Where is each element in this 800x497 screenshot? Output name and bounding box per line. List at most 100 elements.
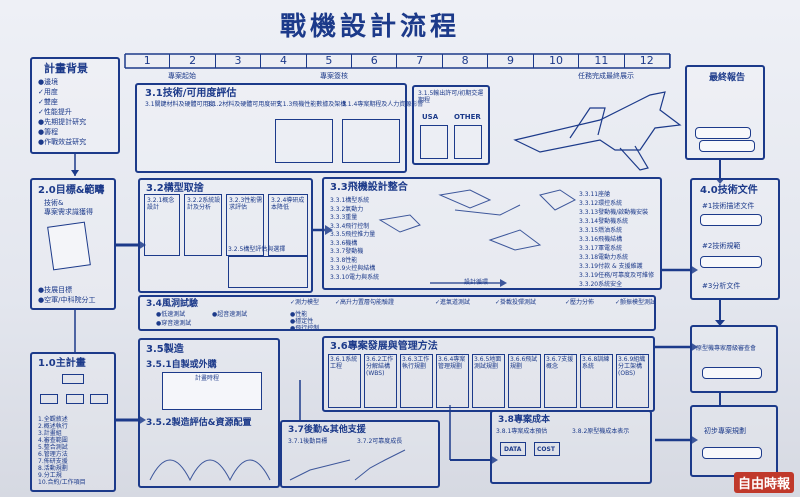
main-plan-item-6: 7.佈研支援 bbox=[38, 458, 68, 465]
section-3-4-sub-2: ●穿音速測試 bbox=[156, 320, 192, 327]
section-3-6-panel-8: 3.6.9組織分工架構(OBS) bbox=[616, 354, 649, 408]
section-3-1-item-2: 3.1.3飛機性能數據及架構 bbox=[277, 101, 347, 108]
timeline-column-3: 4 bbox=[261, 54, 307, 68]
section-3-3-right-item-10: 3.3.20系統安全 bbox=[579, 281, 623, 288]
section-3-4-test-2: ✓進氣道測試 bbox=[435, 299, 471, 306]
section-3-6-panel-6: 3.6.7支援概念 bbox=[544, 354, 577, 408]
page-title: 戰機設計流程 bbox=[280, 12, 461, 42]
section-3-5-2-title: 3.5.2製造評估&資源配置 bbox=[146, 418, 252, 428]
book-icon bbox=[700, 256, 762, 268]
section-3-3-left-item-6: 3.3.7發動機 bbox=[330, 248, 364, 255]
section-3-3-left-item-8: 3.3.9火控與結構 bbox=[330, 265, 376, 272]
initial-plan-box: 初步專案規劃 bbox=[690, 405, 778, 477]
section-3-4-test-1: ✓高升力置層勾能驗證 bbox=[335, 299, 395, 306]
section-3-3-right-item-0: 3.3.11座艙 bbox=[579, 191, 611, 198]
main-plan-item-9: 10.合約/工作項目 bbox=[38, 479, 86, 486]
section-3-3-right-item-7: 3.3.18電動力系統 bbox=[579, 254, 629, 261]
timeline-column-7: 8 bbox=[443, 54, 489, 68]
tech-doc-item-2: #3分析文件 bbox=[702, 282, 741, 290]
data-label: DATA bbox=[504, 446, 522, 453]
section-3-8-item-1: 3.8.2原型機成本表示 bbox=[572, 428, 630, 435]
section-3-2-sub: 3.2.5構型評估與選擇 bbox=[228, 246, 286, 253]
section-3-4-title: 3.4風洞試驗 bbox=[146, 299, 198, 309]
section-3-6-panel-0: 3.6.1系統工程 bbox=[328, 354, 361, 408]
main-plan-item-7: 8.活動規劃 bbox=[38, 465, 68, 472]
section-3-4-sub2-2: ●飛行控制 bbox=[290, 325, 320, 332]
section-3-1-title: 3.1技術/可用度評估 bbox=[145, 88, 237, 99]
main-plan-title: 1.0主計畫 bbox=[38, 358, 86, 369]
goal-scope-box: 2.0目標&範疇 技術& 專案需求識獲得 ●技展目標 ●空軍/中科院分工 bbox=[30, 178, 116, 310]
section-3-6-item-5: 3.6.6飛試規劃 bbox=[510, 356, 538, 370]
timeline-column-4: 5 bbox=[307, 54, 353, 68]
section-3-3-left-item-1: 3.3.2氣動力 bbox=[330, 205, 364, 213]
section-3-3-right-item-5: 3.3.16飛機結構 bbox=[579, 236, 623, 243]
section-3-2-title: 3.2構型取捨 bbox=[146, 183, 204, 194]
timeline-column-8: 9 bbox=[488, 54, 534, 68]
data-block: DATA bbox=[500, 442, 526, 456]
section-3-6-panel-2: 3.6.3工作執行規劃 bbox=[400, 354, 433, 408]
section-3-3-left-item-5: 3.3.6機構 bbox=[330, 239, 358, 247]
timeline-column-2: 3 bbox=[216, 54, 262, 68]
section-3-6-panel-1: 3.6.2工作分解結構(WBS) bbox=[364, 354, 397, 408]
section-3-2-item-2: 3.2.3性能需求評估 bbox=[229, 197, 263, 211]
section-3-4: 3.4風洞試驗 ✓測力模型✓高升力置層勾能驗證✓進氣道測試✓掛載投彈測試✓壓力分… bbox=[138, 295, 656, 332]
section-3-4-sub-1: ●超音速測試 bbox=[212, 311, 248, 318]
section-3-4-sub-0: ●低速測試 bbox=[156, 311, 186, 318]
goal-scope-sub: 技術& bbox=[44, 199, 64, 207]
other-label: OTHER bbox=[454, 113, 481, 121]
section-3-5-1-title: 3.5.1自製或外購 bbox=[146, 360, 217, 370]
section-3-6-panel-5: 3.6.6飛試規劃 bbox=[508, 354, 541, 408]
main-plan-item-3: 4.審查範圍 bbox=[38, 437, 68, 444]
main-plan-item-2: 3.計畫組 bbox=[38, 430, 62, 437]
schedule-chart: 計畫時程 bbox=[162, 372, 262, 410]
section-3-6-item-0: 3.6.1系統工程 bbox=[330, 356, 358, 370]
section-3-3-right-item-2: 3.3.13發動機/啟動機安裝 bbox=[579, 209, 649, 216]
plan-item-4: ●先期提計研究 bbox=[38, 118, 87, 126]
section-3-1-item-0: 3.1關鍵材料及硬體可用度 bbox=[145, 101, 215, 108]
section-3-3-left-item-7: 3.3.8性能 bbox=[330, 256, 358, 264]
main-plan-item-0: 1.全觀敘述 bbox=[38, 416, 68, 423]
timeline-column-9: 10 bbox=[534, 54, 580, 68]
timeline-column-1: 2 bbox=[170, 54, 216, 68]
timeline-column-0: 1 bbox=[125, 54, 171, 68]
section-3-6-item-1: 3.6.2工作分解結構(WBS) bbox=[366, 356, 394, 377]
timeline-column-6: 7 bbox=[398, 54, 443, 68]
usa-label: USA bbox=[422, 113, 439, 121]
section-3-3-right-item-3: 3.3.14發動機系統 bbox=[579, 218, 629, 225]
section-3-8-title: 3.8專案成本 bbox=[498, 415, 550, 425]
section-3-6-item-4: 3.6.5地面測試規劃 bbox=[474, 356, 502, 370]
section-3-3-left-item-4: 3.3.5飛控推力量 bbox=[330, 231, 376, 238]
section-3-6-panel-4: 3.6.5地面測試規劃 bbox=[472, 354, 505, 408]
org-chart-icon bbox=[66, 394, 84, 404]
chart-thumbnail bbox=[275, 119, 333, 163]
timeline-column-5: 6 bbox=[352, 54, 398, 68]
plan-background-title: 計畫背景 bbox=[44, 62, 88, 75]
book-icon bbox=[699, 140, 755, 152]
section-3-3-right-item-9: 3.3.19任務/可靠度及可維修 bbox=[579, 272, 655, 279]
section-3-7-item-1: 3.7.2可靠度成長 bbox=[357, 438, 403, 445]
section-3-2-item-0: 3.2.1概念設計 bbox=[147, 197, 175, 211]
plan-item-1: ✓用度 bbox=[38, 88, 58, 96]
section-3-1-item-1: 3.1.2材料及硬體可用度研究 bbox=[207, 101, 283, 108]
initial-plan-label: 初步專案規劃 bbox=[704, 427, 746, 435]
section-3-1-5-title: 3.1.5輸出許可/初期交運期程 bbox=[418, 90, 484, 104]
org-chart-icon bbox=[40, 394, 58, 404]
goal-item-1: ●空軍/中科院分工 bbox=[38, 296, 96, 304]
tech-docs-title: 4.0技術文件 bbox=[700, 185, 758, 196]
section-3-7: 3.7後勤&其他支援 3.7.1後勤目標 3.7.2可靠度成長 bbox=[280, 420, 440, 488]
section-3-6-item-7: 3.6.8訓練系統 bbox=[582, 356, 610, 370]
book-icon bbox=[700, 214, 762, 226]
tech-doc-item-1: #2技術規範 bbox=[702, 242, 741, 250]
tech-docs-box: 4.0技術文件 #1技術描述文件 #2技術規範 #3分析文件 bbox=[690, 178, 780, 300]
timeline-marker-signoff: 專案簽核 bbox=[320, 72, 348, 80]
section-3-6-item-2: 3.6.3工作執行規劃 bbox=[402, 356, 430, 370]
section-3-5: 3.5製造 3.5.1自製或外購 計畫時程 3.5.2製造評估&資源配置 bbox=[138, 338, 280, 488]
timeline-column-10: 11 bbox=[579, 54, 625, 68]
evaluation-table bbox=[228, 256, 308, 288]
section-3-4-sub2-1: ●穩定性 bbox=[290, 318, 314, 325]
flow-thumbnail bbox=[420, 125, 448, 159]
flow-thumbnail bbox=[454, 125, 482, 159]
final-report-title: 最終報告 bbox=[709, 73, 746, 83]
org-chart-icon bbox=[62, 374, 84, 384]
